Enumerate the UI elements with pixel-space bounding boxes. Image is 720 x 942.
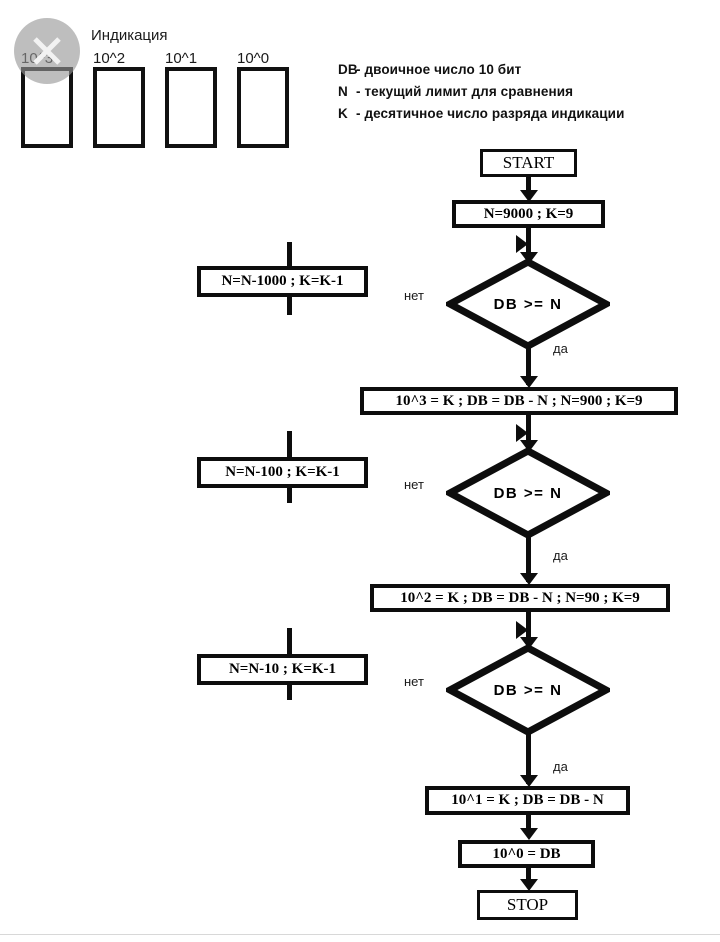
arrowhead-start-to-init bbox=[520, 190, 538, 202]
legend-key-k: K bbox=[338, 106, 348, 121]
flow-node-result-3[interactable]: 10^1 = K ; DB = DB - N bbox=[425, 786, 630, 815]
legend-row-n: N - текущий лимит для сравнения bbox=[338, 84, 573, 99]
edge-label-yes-2: да bbox=[553, 548, 568, 563]
edge-label-yes-3: да bbox=[553, 759, 568, 774]
arrowhead-loopback-1 bbox=[516, 235, 528, 253]
footer-divider bbox=[0, 934, 720, 935]
indicator-box-10e2[interactable] bbox=[93, 67, 145, 148]
arrowhead-final bbox=[520, 828, 538, 840]
indicator-digit-label-10e2: 10^2 bbox=[93, 50, 126, 67]
connector-decision-1-to-result-1 bbox=[526, 345, 531, 385]
legend-row-db: DB- двоичное число 10 бит bbox=[338, 62, 521, 77]
legend-row-k: K - десятичное число разряда индикации bbox=[338, 106, 624, 121]
flow-node-final[interactable]: 10^0 = DB bbox=[458, 840, 595, 868]
flow-node-decision-3[interactable]: DB >= N bbox=[446, 644, 610, 736]
indicator-panel-title: Индикация bbox=[91, 27, 168, 44]
legend-text-k: - десятичное число разряда индикации bbox=[356, 106, 625, 121]
indicator-box-10e1[interactable] bbox=[165, 67, 217, 148]
arrowhead-stop bbox=[520, 879, 538, 891]
arrowhead-result-2 bbox=[520, 573, 538, 585]
flow-node-stop[interactable]: STOP bbox=[477, 890, 578, 920]
connector-result-3-to-final bbox=[526, 815, 531, 833]
indicator-digit-label-10e1: 10^1 bbox=[165, 50, 198, 67]
arrowhead-result-1 bbox=[520, 376, 538, 388]
close-x-icon[interactable] bbox=[14, 18, 80, 84]
connector-result-2-to-merge-3 bbox=[526, 612, 531, 645]
legend-text-db: - двоичное число 10 бит bbox=[356, 62, 522, 77]
edge-label-no-3: нет bbox=[404, 674, 424, 689]
decision-shape-3 bbox=[446, 644, 610, 736]
connector-init-to-merge-1 bbox=[526, 228, 531, 261]
legend-text-n: - текущий лимит для сравнения bbox=[356, 84, 574, 99]
flow-node-decision-2[interactable]: DB >= N bbox=[446, 447, 610, 539]
connector-start-to-init bbox=[526, 177, 531, 194]
legend-key-db: DB bbox=[338, 62, 358, 77]
connector-result-1-to-merge-2 bbox=[526, 415, 531, 448]
edge-label-yes-1: да bbox=[553, 341, 568, 356]
decision-shape-1 bbox=[446, 258, 610, 350]
edge-label-no-2: нет bbox=[404, 477, 424, 492]
arrowhead-loopback-3 bbox=[516, 621, 528, 639]
indicator-box-10e0[interactable] bbox=[237, 67, 289, 148]
flow-node-result-1[interactable]: 10^3 = K ; DB = DB - N ; N=900 ; K=9 bbox=[360, 387, 678, 415]
indicator-box-10e3[interactable] bbox=[21, 67, 73, 148]
flow-node-init[interactable]: N=9000 ; K=9 bbox=[452, 200, 605, 228]
flow-node-loop-1[interactable]: N=N-1000 ; K=K-1 bbox=[197, 266, 368, 297]
arrowhead-result-3 bbox=[520, 775, 538, 787]
flow-node-loop-3[interactable]: N=N-10 ; K=K-1 bbox=[197, 654, 368, 685]
flow-node-loop-2[interactable]: N=N-100 ; K=K-1 bbox=[197, 457, 368, 488]
connector-final-to-stop bbox=[526, 868, 531, 884]
legend-key-n: N bbox=[338, 84, 348, 99]
connector-decision-2-to-result-2 bbox=[526, 534, 531, 582]
flow-node-decision-1[interactable]: DB >= N bbox=[446, 258, 610, 350]
connector-decision-3-to-result-3 bbox=[526, 731, 531, 784]
decision-shape-2 bbox=[446, 447, 610, 539]
flow-node-start[interactable]: START bbox=[480, 149, 577, 177]
arrowhead-loopback-2 bbox=[516, 424, 528, 442]
indicator-digit-label-10e0: 10^0 bbox=[237, 50, 270, 67]
edge-label-no-1: нет bbox=[404, 288, 424, 303]
flow-node-result-2[interactable]: 10^2 = K ; DB = DB - N ; N=90 ; K=9 bbox=[370, 584, 670, 612]
